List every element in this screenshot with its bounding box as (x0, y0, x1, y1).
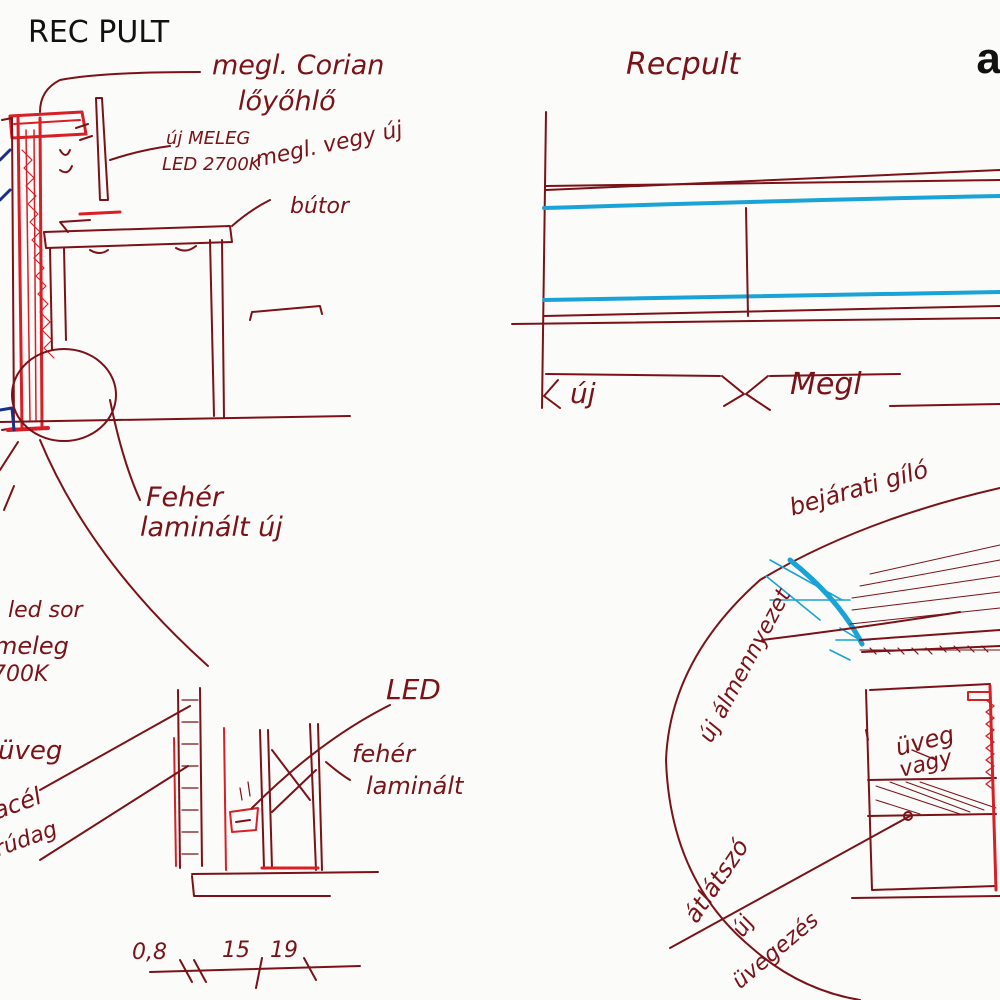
brand-logo: ar (976, 34, 1000, 83)
warm-label: meleg (0, 632, 69, 660)
right-section-title: Recpult (626, 47, 740, 82)
led-new-label: új MELEG (166, 128, 251, 149)
reception-section-drawing (0, 71, 351, 667)
existing-part-label: Megl (790, 367, 862, 402)
wall-sub-label: bútor (290, 194, 350, 219)
white-laminate-label: Fehér (146, 482, 223, 513)
dimension-1: 0,8 (132, 940, 167, 965)
entrance-detail-drawing (665, 487, 1000, 1000)
new-part-label: új (570, 377, 596, 410)
led-strip-label: led sor (8, 598, 83, 623)
led-temp-label: LED 2700K (162, 154, 261, 175)
corian-sub-label: lőyőhlő (238, 86, 336, 117)
corian-label: megl. Corian (212, 50, 385, 81)
glass-label: üveg (0, 736, 63, 766)
dimension-3: 19 (270, 938, 298, 963)
elevation-drawing (511, 111, 1000, 411)
white-detail-sub-label: laminált (366, 772, 464, 800)
white-detail-label: fehér (352, 740, 416, 768)
led-detail-drawing (39, 687, 391, 989)
led-detail-label: LED (386, 673, 441, 706)
dimension-2: 15 (222, 938, 250, 963)
k2700-label: 2700K (0, 662, 49, 687)
white-laminate-sub-label: laminált új (140, 512, 283, 543)
left-section-title: REC PULT (28, 15, 170, 50)
